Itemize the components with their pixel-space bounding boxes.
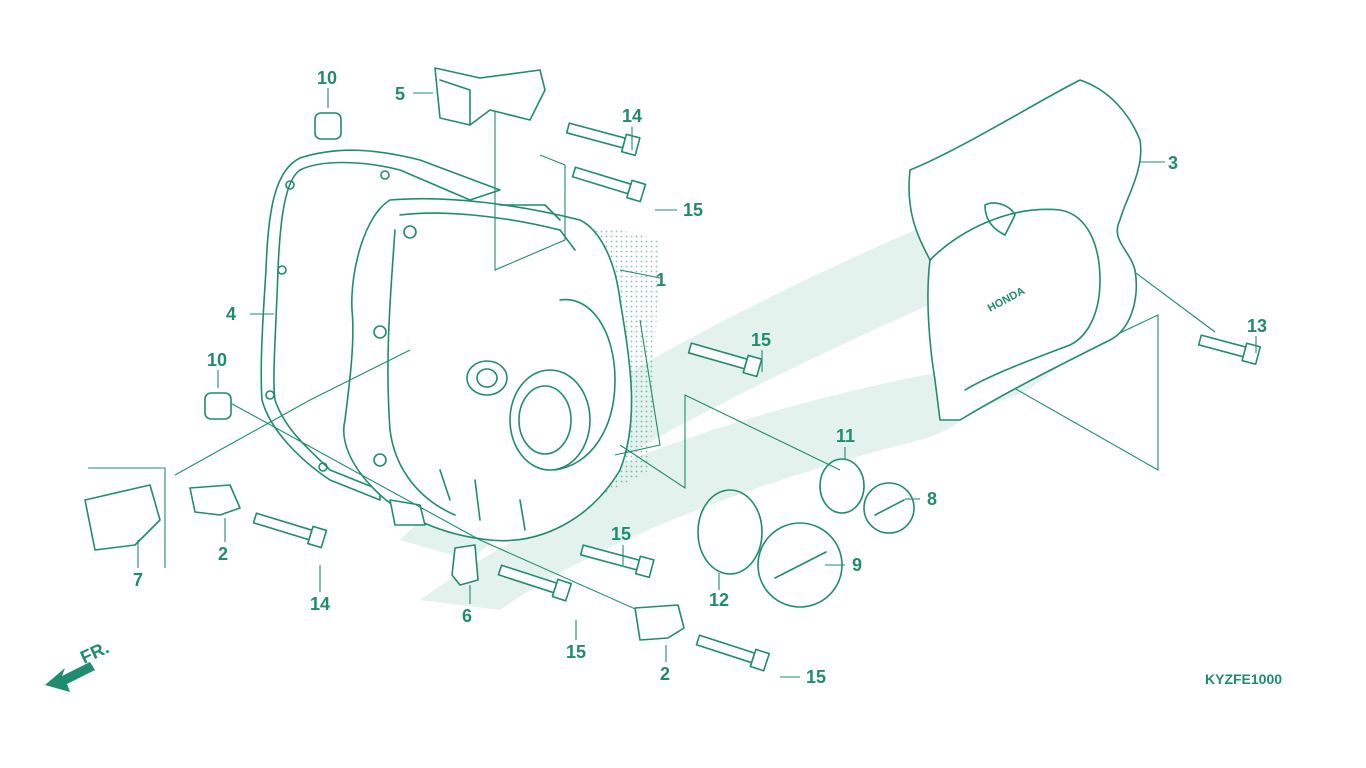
bracket-part-5	[434, 67, 546, 126]
crankcase-cover	[343, 197, 660, 542]
label-7: 7	[133, 570, 143, 590]
front-direction-arrow: FR.	[45, 637, 112, 692]
part-labels: 1 2 2 3 4 5 6 7 8 9 10 10 11 12 13 14 14…	[133, 68, 1267, 687]
label-2a: 2	[218, 544, 228, 564]
label-4: 4	[226, 304, 236, 324]
gasket	[260, 149, 501, 501]
label-10b: 10	[207, 350, 227, 370]
label-6: 6	[462, 606, 472, 626]
direction-label: FR.	[77, 637, 112, 667]
leader-lines	[88, 110, 1216, 621]
label-15b: 15	[751, 330, 771, 350]
label-12: 12	[709, 590, 729, 610]
label-stubs	[137, 88, 1257, 678]
label-10a: 10	[317, 68, 337, 88]
label-3: 3	[1168, 153, 1178, 173]
label-15d: 15	[566, 642, 586, 662]
label-13: 13	[1247, 316, 1267, 336]
diagram-code: KYZFE1000	[1205, 671, 1282, 687]
label-9: 9	[852, 555, 862, 575]
label-15a: 15	[683, 200, 703, 220]
label-14a: 14	[622, 106, 642, 126]
right-cover: HONDA	[908, 79, 1142, 421]
label-15c: 15	[611, 524, 631, 544]
label-14b: 14	[310, 594, 330, 614]
label-15e: 15	[806, 667, 826, 687]
dowel-pins	[204, 112, 342, 420]
label-1: 1	[656, 270, 666, 290]
bolts	[252, 122, 1262, 672]
label-8: 8	[927, 489, 937, 509]
label-11: 11	[836, 426, 855, 446]
o-rings-and-caps	[697, 458, 915, 608]
clamps	[84, 484, 685, 641]
label-2b: 2	[660, 664, 670, 684]
label-5: 5	[395, 84, 405, 104]
